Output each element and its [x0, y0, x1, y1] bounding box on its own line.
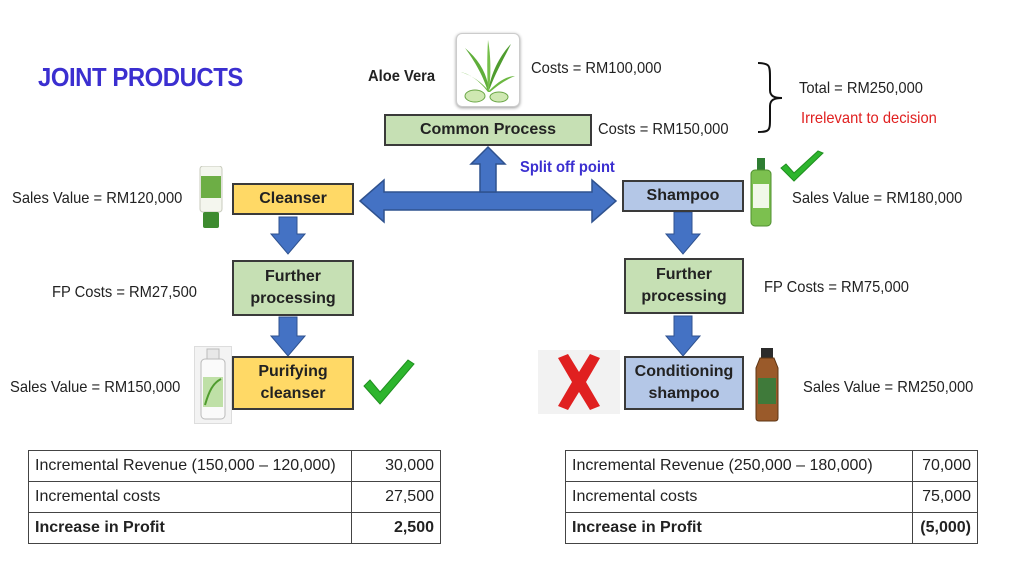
- split-off-label: Split off point: [520, 159, 615, 176]
- left-down-arrow-1: [269, 216, 307, 255]
- right-incremental-table: Incremental Revenue (250,000 – 180,000) …: [565, 450, 978, 544]
- further-processing-line2: processing: [250, 290, 336, 307]
- cleanser-sales: Sales Value = RM120,000: [12, 190, 183, 207]
- bottle-icon: [748, 158, 774, 228]
- table-row: Incremental costs 27,500: [28, 481, 441, 513]
- shampoo-fp-costs: FP Costs = RM75,000: [764, 279, 909, 296]
- raw-material-label: Aloe Vera: [368, 68, 436, 85]
- raw-material-costs: Costs = RM100,000: [531, 60, 662, 77]
- purifying-cleanser-line1: Purifying: [258, 363, 328, 381]
- row-value: 2,500: [351, 512, 441, 544]
- conditioning-shampoo-sales: Sales Value = RM250,000: [803, 379, 974, 396]
- shampoo-further-processing-box: Further processing: [624, 258, 744, 314]
- row-value: 75,000: [912, 481, 978, 513]
- row-label: Increase in Profit: [28, 512, 352, 544]
- row-label: Incremental Revenue (150,000 – 120,000): [28, 450, 352, 482]
- purifying-cleanser-box: Purifying cleanser: [232, 356, 354, 410]
- total-brace: [757, 62, 783, 133]
- total-cost: Total = RM250,000: [799, 80, 923, 97]
- table-row: Increase in Profit 2,500: [28, 512, 441, 544]
- common-process-label: Common Process: [419, 121, 557, 139]
- bottle-icon: [194, 346, 232, 424]
- check-icon: [360, 358, 418, 410]
- right-down-arrow-2: [664, 315, 702, 357]
- row-value: 27,500: [351, 481, 441, 513]
- cleanser-fp-costs: FP Costs = RM27,500: [52, 284, 197, 301]
- conditioning-shampoo-box: Conditioning shampoo: [624, 356, 744, 410]
- table-row: Incremental costs 75,000: [565, 481, 978, 513]
- left-incremental-table: Incremental Revenue (150,000 – 120,000) …: [28, 450, 441, 544]
- cleanser-box: Cleanser: [232, 183, 354, 215]
- shampoo-sales: Sales Value = RM180,000: [792, 190, 963, 207]
- split-double-arrow: [358, 178, 618, 224]
- row-value: 30,000: [351, 450, 441, 482]
- table-row: Incremental Revenue (150,000 – 120,000) …: [28, 450, 441, 482]
- row-label: Incremental Revenue (250,000 – 180,000): [565, 450, 913, 482]
- bottle-icon: [752, 348, 782, 422]
- row-label: Incremental costs: [28, 481, 352, 513]
- further-processing-line2: processing: [641, 288, 727, 305]
- aloe-vera-icon: [456, 33, 520, 107]
- cleanser-tube-icon: [198, 165, 224, 230]
- purifying-cleanser-sales: Sales Value = RM150,000: [10, 379, 181, 396]
- page-title: JOINT PRODUCTS: [38, 62, 243, 92]
- cleanser-label: Cleanser: [259, 190, 327, 208]
- up-arrow: [469, 145, 507, 193]
- further-processing-line1: Further: [265, 268, 321, 286]
- row-value: 70,000: [912, 450, 978, 482]
- common-process-costs: Costs = RM150,000: [598, 121, 729, 138]
- purifying-cleanser-line2: cleanser: [260, 385, 326, 402]
- shampoo-box: Shampoo: [622, 180, 744, 212]
- row-label: Increase in Profit: [565, 512, 913, 544]
- row-label: Incremental costs: [565, 481, 913, 513]
- further-processing-line1: Further: [656, 266, 712, 284]
- shampoo-label: Shampoo: [646, 187, 720, 205]
- table-row: Increase in Profit (5,000): [565, 512, 978, 544]
- conditioning-shampoo-line1: Conditioning: [634, 363, 734, 381]
- irrelevant-note: Irrelevant to decision: [801, 110, 937, 127]
- conditioning-shampoo-line2: shampoo: [648, 385, 720, 402]
- right-down-arrow-1: [664, 211, 702, 255]
- left-down-arrow-2: [269, 316, 307, 357]
- row-value: (5,000): [912, 512, 978, 544]
- check-icon: [778, 150, 826, 184]
- table-row: Incremental Revenue (250,000 – 180,000) …: [565, 450, 978, 482]
- cross-icon: [538, 350, 620, 414]
- cleanser-further-processing-box: Further processing: [232, 260, 354, 316]
- common-process-box: Common Process: [384, 114, 592, 146]
